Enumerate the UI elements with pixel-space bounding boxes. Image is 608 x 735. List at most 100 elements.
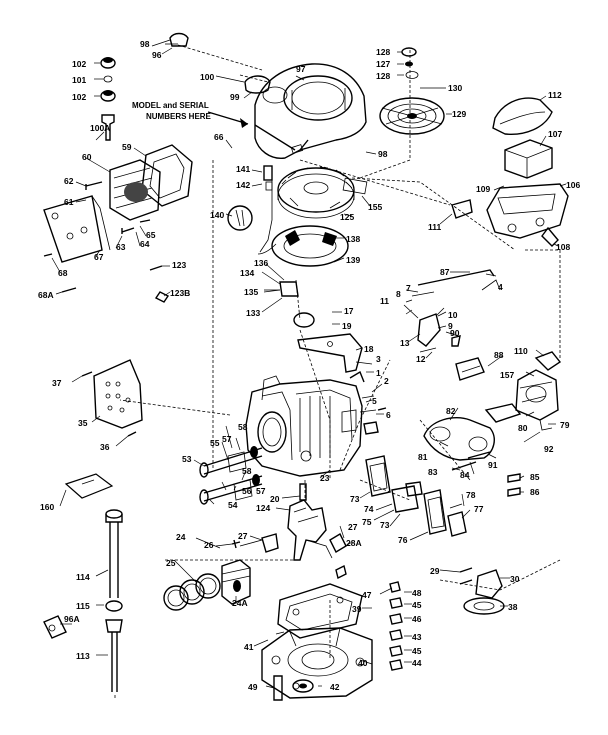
bracket-screws xyxy=(43,181,151,293)
part-label: 114 xyxy=(76,572,90,582)
part-label: 12 xyxy=(416,354,426,364)
part-label: 130 xyxy=(448,83,462,93)
part-label: 129 xyxy=(452,109,466,119)
part-label: 82 xyxy=(446,406,456,416)
part-label: 96A xyxy=(64,614,80,624)
mounting-bracket-left xyxy=(43,195,111,263)
part-label: 19 xyxy=(342,321,352,331)
part-label: 48 xyxy=(412,588,422,598)
part-label: 111 xyxy=(428,222,442,232)
part-label: 36 xyxy=(100,442,110,452)
part-label: 135 xyxy=(244,287,258,297)
part-label: 160 xyxy=(40,502,54,512)
oil-pump xyxy=(459,567,505,615)
part-label: 155 xyxy=(368,202,382,212)
sump-bolts xyxy=(275,581,403,671)
air-filter-cover xyxy=(492,97,553,135)
air-filter-element xyxy=(504,139,553,179)
part-label: 83 xyxy=(428,467,438,477)
part-label: 98 xyxy=(378,149,388,159)
part-label: 157 xyxy=(500,370,514,380)
part-label: 134 xyxy=(240,268,254,278)
part-label: 39 xyxy=(352,604,362,614)
part-label: 28A xyxy=(346,538,362,548)
part-label: 46 xyxy=(412,614,422,624)
throttle-linkage xyxy=(403,269,501,353)
part-label: 44 xyxy=(412,658,422,668)
dipstick xyxy=(105,619,123,692)
part-label: 38 xyxy=(508,602,518,612)
sump-gasket xyxy=(277,583,363,639)
part-label: 76 xyxy=(398,535,408,545)
part-label: 78 xyxy=(466,490,476,500)
part-label: 40 xyxy=(358,658,368,668)
part-label: 107 xyxy=(548,129,562,139)
model-serial-note: MODEL and SERIAL NUMBERS HERE xyxy=(132,101,249,128)
part-label: 136 xyxy=(254,258,268,268)
part-label: 56 xyxy=(242,486,252,496)
part-label: 138 xyxy=(346,234,360,244)
part-label: 10 xyxy=(448,310,458,320)
part-label: 45 xyxy=(412,600,422,610)
part-label: 59 xyxy=(122,142,132,152)
block-fasteners xyxy=(349,370,387,435)
part-label: 90 xyxy=(450,328,460,338)
part-label: 141 xyxy=(236,164,250,174)
part-label: 91 xyxy=(488,460,498,470)
part-label: 54 xyxy=(228,500,238,510)
piston xyxy=(221,559,251,605)
blower-housing xyxy=(254,63,367,159)
part-label: 142 xyxy=(236,180,250,190)
part-label: 96 xyxy=(152,50,162,60)
part-label: 58 xyxy=(242,466,252,476)
part-label: 84 xyxy=(460,470,470,480)
intake-elbow xyxy=(423,417,495,461)
part-label: 55 xyxy=(210,438,220,448)
carburetor-body-left xyxy=(109,159,161,221)
part-label: 17 xyxy=(344,306,354,316)
part-label: 35 xyxy=(78,418,88,428)
ignition-coil xyxy=(257,225,349,267)
part-label: 67 xyxy=(94,252,104,262)
part-label: 42 xyxy=(330,682,340,692)
part-label: 57 xyxy=(222,434,232,444)
part-label: 57 xyxy=(256,486,266,496)
part-label: 85 xyxy=(530,472,540,482)
part-label: 1 xyxy=(376,368,381,378)
part-label: 133 xyxy=(246,308,260,318)
ground-wire xyxy=(264,281,299,297)
sump-base xyxy=(261,627,373,699)
part-label: 47 xyxy=(362,590,372,600)
part-label: 29 xyxy=(430,566,440,576)
part-label: 25 xyxy=(166,558,176,568)
part-label: 74 xyxy=(364,504,374,514)
blower-cap xyxy=(244,75,271,94)
part-label: 73 xyxy=(380,520,390,530)
dipstick-tube xyxy=(105,509,123,598)
note-line1: MODEL and SERIAL xyxy=(132,101,209,110)
part-label: 123 xyxy=(172,260,186,270)
part-label: 100 xyxy=(200,72,214,82)
part-label: 125 xyxy=(340,212,354,222)
part-number-labels: 98 96 102 101 102 100 97 99 128 127 128 … xyxy=(38,39,580,692)
part-label: 99 xyxy=(230,92,240,102)
part-label: 2 xyxy=(384,376,389,386)
part-label: 115 xyxy=(76,601,90,611)
cylinder-shield xyxy=(81,359,143,437)
part-label: 100A xyxy=(90,123,110,133)
part-label: 80 xyxy=(518,423,528,433)
wrist-pin-parts xyxy=(231,533,347,580)
part-label: 24 xyxy=(176,532,186,542)
part-label: 123B xyxy=(170,288,190,298)
air-cleaner-body xyxy=(486,183,569,247)
part-label: 102 xyxy=(72,92,86,102)
coil-terminal-detail xyxy=(227,205,253,231)
part-label: 7 xyxy=(406,283,411,293)
intake-gasket xyxy=(484,403,522,423)
dipstick-clip xyxy=(43,615,67,639)
part-label: 62 xyxy=(64,176,74,186)
part-label: 64 xyxy=(140,239,150,249)
parts-tag xyxy=(64,473,114,499)
part-label: 20 xyxy=(270,494,280,504)
part-label: 92 xyxy=(544,444,554,454)
